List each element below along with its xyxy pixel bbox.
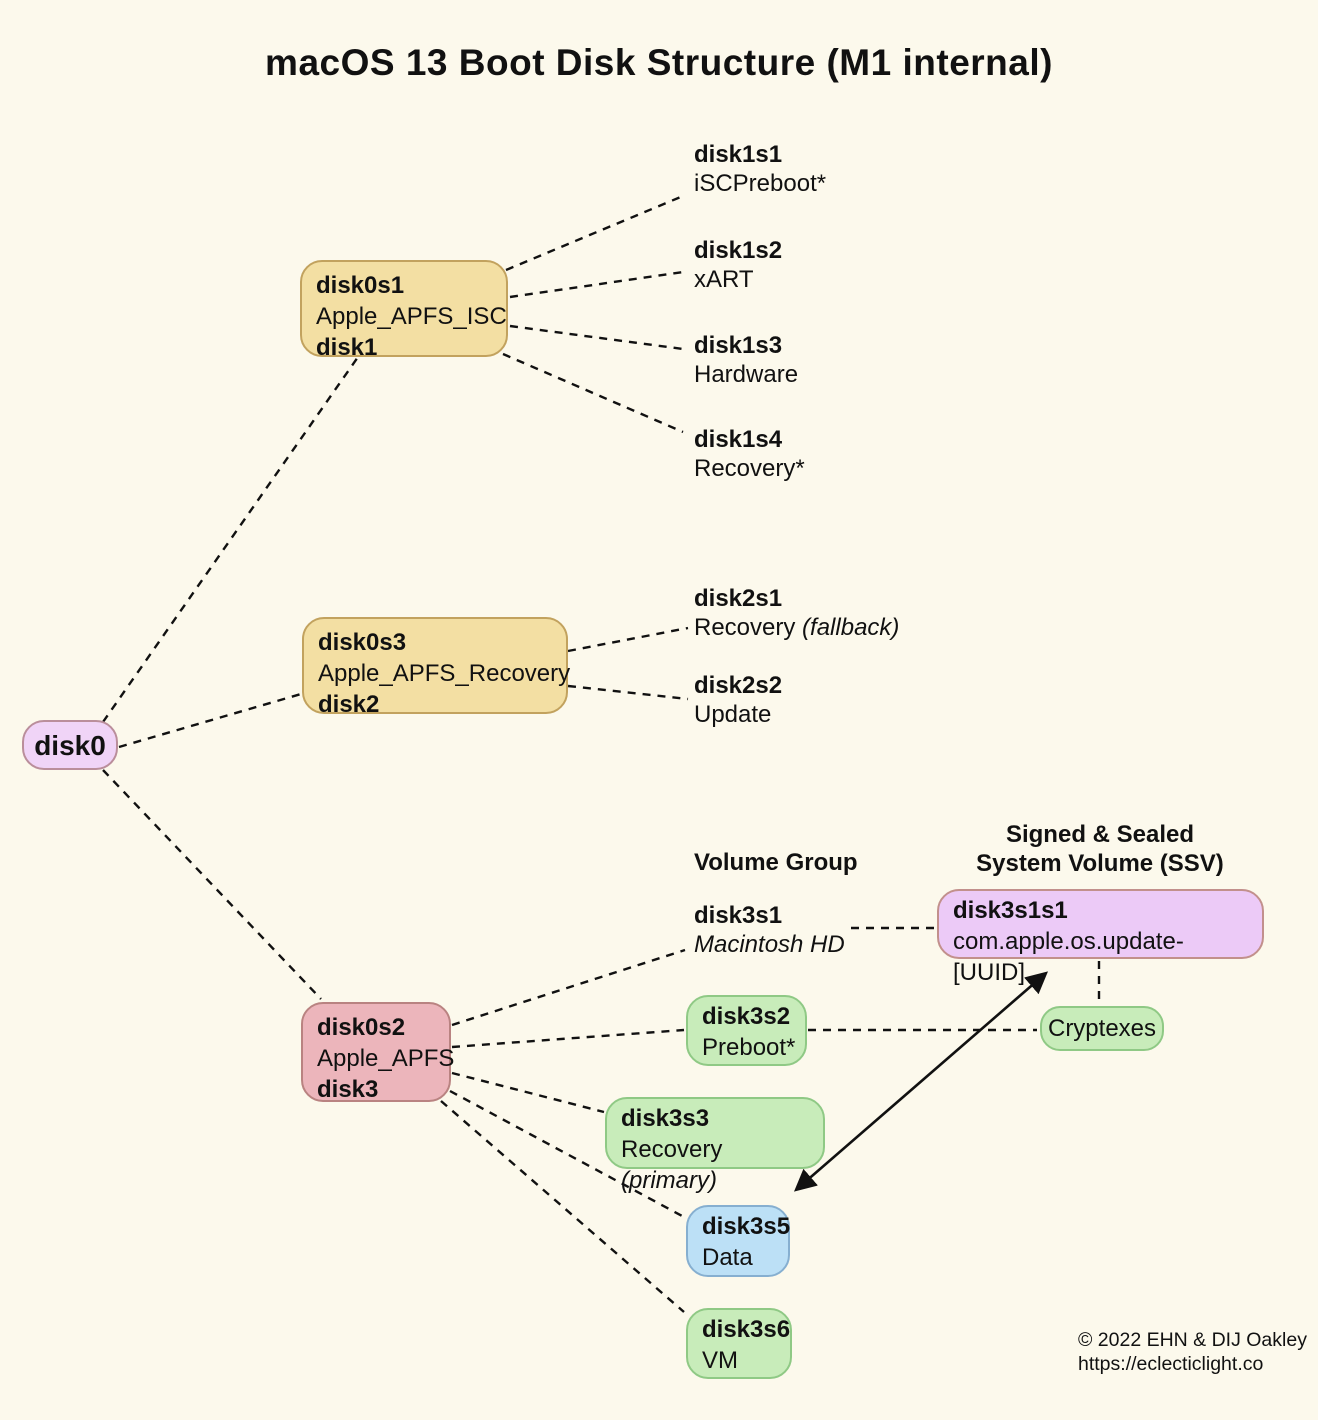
header-volume-group: Volume Group	[694, 849, 858, 876]
node-disk3s3-id: disk3s3	[621, 1105, 710, 1132]
node-disk3s6-id: disk3s6	[702, 1316, 791, 1343]
node-disk0s2-id: disk0s2	[317, 1014, 406, 1041]
node-disk0s2-disk: disk3	[317, 1076, 379, 1103]
node-disk0s1-id: disk0s1	[316, 272, 405, 299]
page-title: macOS 13 Boot Disk Structure (M1 interna…	[265, 42, 1053, 83]
node-disk3s6-desc: VM	[702, 1347, 738, 1374]
node-disk0: disk0	[22, 720, 118, 770]
edge-disk0s2-disk3s1	[451, 948, 686, 1027]
edge-disk0s3-disk2s1	[567, 626, 689, 653]
edge-disk0s1-disk1s1	[505, 194, 684, 272]
header-ssv-line1: Signed & Sealed	[1005, 821, 1195, 848]
node-cryptexes: Cryptexes	[1040, 1006, 1164, 1051]
node-disk3s2-id: disk3s2	[702, 1003, 791, 1030]
node-disk3s2: disk3s2 Preboot*	[686, 995, 807, 1066]
node-disk3s1s1: disk3s1s1 com.apple.os.update-[UUID]	[937, 889, 1264, 986]
node-disk0s1: disk0s1 Apple_APFS_ISC disk1	[300, 260, 508, 361]
node-disk3s5: disk3s5 Data	[686, 1205, 790, 1277]
node-disk0s1-disk: disk1	[316, 334, 378, 361]
bidirectional-arrow	[793, 971, 1049, 1192]
credit: © 2022 EHN & DIJ Oakley https://eclectic…	[1078, 1328, 1307, 1376]
credit-copyright: © 2022 EHN & DIJ Oakley	[1078, 1329, 1307, 1351]
edge-disk0s1-disk1s3	[509, 324, 684, 351]
node-disk3s3-desc: Recovery (primary)	[621, 1136, 723, 1194]
edge-disk0s2-disk3s3	[451, 1071, 605, 1114]
edge-disk0s2-disk3s2	[451, 1028, 685, 1049]
node-disk0s3-disk: disk2	[318, 691, 380, 718]
node-cryptexes-label: Cryptexes	[1047, 1015, 1157, 1042]
node-disk3s5-desc: Data	[702, 1244, 753, 1271]
edge-disk0s3-disk2s2	[567, 684, 689, 701]
node-disk3s6: disk3s6 VM	[686, 1308, 792, 1379]
node-disk3s5-id: disk3s5	[702, 1213, 791, 1240]
header-ssv-line2: System Volume (SSV)	[976, 850, 1224, 877]
node-disk3s2-desc: Preboot*	[702, 1034, 796, 1061]
node-disk0s3-type: Apple_APFS_Recovery	[318, 660, 571, 687]
edge-disk0-disk0s2	[102, 769, 322, 1000]
node-disk0s2-type: Apple_APFS	[317, 1045, 455, 1072]
header-ssv: Signed & Sealed System Volume (SSV)	[935, 820, 1265, 878]
edge-disk0s1-disk1s2	[509, 270, 684, 299]
node-disk3s3: disk3s3 Recovery (primary)	[605, 1097, 825, 1194]
node-disk0s3: disk0s3 Apple_APFS_Recovery disk2	[302, 617, 571, 718]
label-disk2s1: disk2s1 Recovery (fallback)	[694, 585, 900, 641]
node-disk3s1s1-id: disk3s1s1	[953, 897, 1068, 924]
node-disk0-label: disk0	[34, 729, 106, 761]
edge-disk0-disk0s3	[118, 692, 302, 749]
node-disk0s2: disk0s2 Apple_APFS disk3	[301, 1002, 455, 1103]
edge-disk0s1-disk1s4	[502, 352, 684, 434]
node-disk0s1-type: Apple_APFS_ISC	[316, 303, 507, 330]
node-disk0s3-id: disk0s3	[318, 629, 407, 656]
credit-url: https://eclecticlight.co	[1078, 1353, 1264, 1375]
node-disk3s1s1-desc: com.apple.os.update-[UUID]	[953, 928, 1184, 986]
